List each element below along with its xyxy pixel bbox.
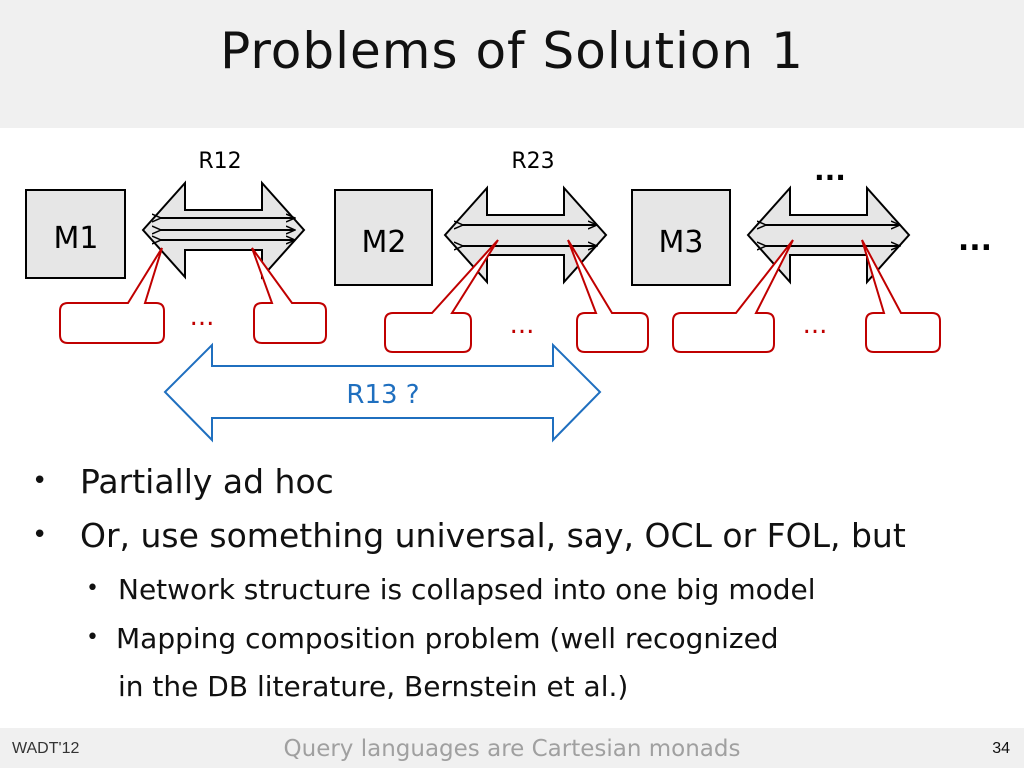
relation-r34-label: ...: [814, 154, 846, 187]
model-m1: M1: [25, 189, 126, 279]
bullet-item: Or, use something universal, say, OCL or…: [80, 516, 906, 555]
callouts-r12: [59, 247, 327, 344]
slide-title: Problems of Solution 1: [220, 22, 804, 80]
composite-arrow-r13: R13 ?: [163, 342, 602, 443]
callouts-r34: [672, 239, 941, 353]
footer-conference: WADT'12: [12, 740, 80, 757]
sub-bullet-marker: •: [86, 625, 99, 650]
model-m1-label: M1: [54, 221, 99, 256]
bullet-marker: •: [32, 520, 48, 550]
model-m3: M3: [631, 189, 731, 286]
model-m2: M2: [334, 189, 433, 286]
composite-arrow-label: R13 ?: [346, 380, 419, 410]
model-m3-label: M3: [659, 225, 704, 260]
callout-ellipsis-3: ...: [803, 310, 828, 340]
relation-r23-label: R23: [511, 149, 554, 174]
footer-talk-title: Query languages are Cartesian monads: [283, 736, 741, 762]
sub-bullet-item: Network structure is collapsed into one …: [118, 573, 816, 606]
callouts-r23: [384, 239, 649, 353]
sub-bullet-item-continuation: in the DB literature, Bernstein et al.): [118, 670, 629, 703]
relation-r12-label: R12: [198, 149, 241, 174]
sub-bullet-marker: •: [86, 576, 99, 601]
sub-bullet-item: Mapping composition problem (well recogn…: [116, 622, 779, 655]
relation-r12: R12: [141, 149, 306, 280]
title-bar: Problems of Solution 1: [0, 0, 1024, 128]
page-number: 34: [992, 740, 1010, 757]
callout-ellipsis-2: ...: [510, 310, 535, 340]
slide-footer: WADT'12 Query languages are Cartesian mo…: [0, 728, 1024, 768]
bullet-item: Partially ad hoc: [80, 462, 334, 501]
trailing-ellipsis: ...: [958, 223, 992, 258]
relation-r34: ...: [746, 154, 911, 285]
callout-ellipsis-1: ...: [190, 302, 215, 332]
model-network-diagram: M1 M2 M3 R12 R23 ... ... ...: [25, 149, 992, 443]
bullet-marker: •: [32, 466, 48, 496]
model-m2-label: M2: [362, 225, 407, 260]
